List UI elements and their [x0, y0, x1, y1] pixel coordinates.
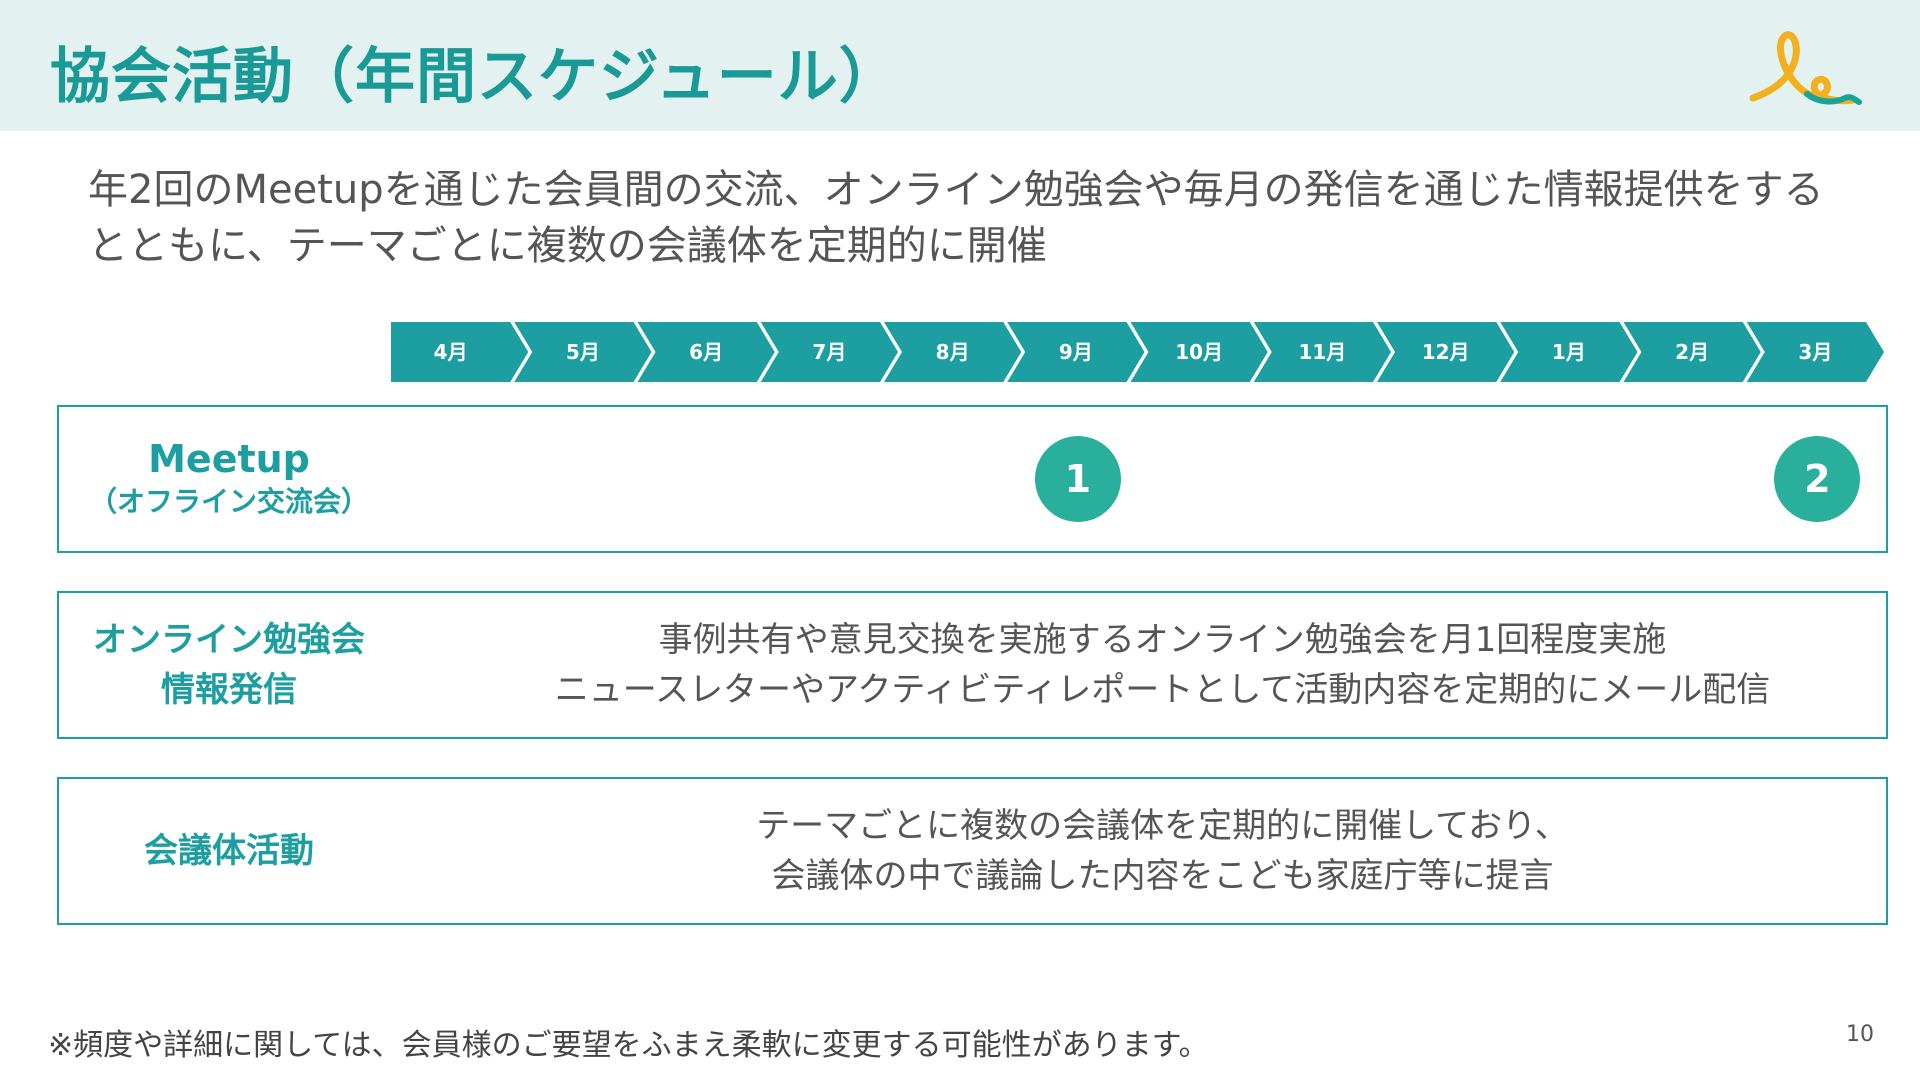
meetup-marker-1: 1: [1034, 436, 1121, 522]
timeline-arrows: [391, 322, 1884, 382]
row-meetup-label: Meetup （オフライン交流会）: [59, 407, 399, 551]
month-label: 2月: [1675, 340, 1710, 364]
month-chevron: [391, 322, 529, 382]
month-timeline: 4月 5月 6月 7月 8月 9月 10月 11月 12月 1月 2月 3月: [391, 322, 1888, 382]
row-online-study-title: オンライン勉強会: [93, 620, 365, 660]
month-label: 9月: [1058, 340, 1093, 364]
row-online-study-desc-1: 事例共有や意見交換を実施するオンライン勉強会を月1回程度実施: [658, 620, 1667, 660]
month-chevron: [1007, 322, 1145, 382]
lead-line-2: とともに、テーマごとに複数の会議体を定期的に開催: [88, 223, 1047, 269]
month-label: 5月: [565, 340, 600, 364]
month-label: 7月: [812, 340, 847, 364]
month-label: 6月: [689, 340, 724, 364]
page-number: 10: [1846, 1022, 1874, 1047]
row-meetup-subtitle: （オフライン交流会）: [88, 485, 369, 518]
lead-text: 年2回のMeetupを通じた会員間の交流、オンライン勉強会や毎月の発信を通じた情…: [88, 162, 1868, 274]
row-council-desc: テーマごとに複数の会議体を定期的に開催しており、 会議体の中で議論した内容をこど…: [499, 779, 1826, 923]
month-label: 11月: [1298, 340, 1347, 364]
row-council: 会議体活動 テーマごとに複数の会議体を定期的に開催しており、 会議体の中で議論し…: [57, 777, 1888, 925]
month-label: 10月: [1175, 340, 1224, 364]
row-online-study-desc-2: ニュースレターやアクティビティレポートとして活動内容を定期的にメール配信: [554, 670, 1771, 710]
row-council-desc-2: 会議体の中で議論した内容をこども家庭庁等に提言: [771, 856, 1554, 896]
month-chevron: [1746, 322, 1884, 382]
month-chevron: [1253, 322, 1391, 382]
header-band: 協会活動（年間スケジュール）: [0, 0, 1920, 131]
month-label: 1月: [1551, 340, 1586, 364]
month-chevron: [884, 322, 1022, 382]
page-title: 協会活動（年間スケジュール）: [50, 42, 900, 112]
meetup-marker-2: 2: [1774, 436, 1861, 522]
month-chevron: [637, 322, 775, 382]
month-chevron: [760, 322, 898, 382]
row-online-study-subtitle: 情報発信: [161, 670, 297, 710]
month-chevron: [1623, 322, 1761, 382]
month-chevron: [1130, 322, 1268, 382]
ribbon-logo-icon: [1749, 31, 1862, 105]
row-meetup: Meetup （オフライン交流会） 1 2: [57, 405, 1888, 553]
month-chevron: [514, 322, 652, 382]
row-meetup-title: Meetup: [148, 437, 310, 481]
footnote: ※頻度や詳細に関しては、会員様のご要望をふまえ柔軟に変更する可能性があります。: [48, 1028, 1209, 1063]
month-chevron: [1500, 322, 1638, 382]
month-label: 12月: [1421, 340, 1470, 364]
month-label: 3月: [1798, 340, 1833, 364]
month-label: 4月: [433, 340, 468, 364]
row-online-study-desc: 事例共有や意見交換を実施するオンライン勉強会を月1回程度実施 ニュースレターやア…: [499, 593, 1826, 737]
row-online-study: オンライン勉強会 情報発信 事例共有や意見交換を実施するオンライン勉強会を月1回…: [57, 591, 1888, 739]
month-label: 8月: [935, 340, 970, 364]
month-chevron: [1377, 322, 1515, 382]
row-online-study-label: オンライン勉強会 情報発信: [59, 593, 399, 737]
row-council-title: 会議体活動: [144, 831, 314, 871]
row-council-label: 会議体活動: [59, 779, 399, 923]
lead-line-1: 年2回のMeetupを通じた会員間の交流、オンライン勉強会や毎月の発信を通じた情…: [88, 167, 1824, 213]
row-council-desc-1: テーマごとに複数の会議体を定期的に開催しており、: [756, 806, 1569, 846]
